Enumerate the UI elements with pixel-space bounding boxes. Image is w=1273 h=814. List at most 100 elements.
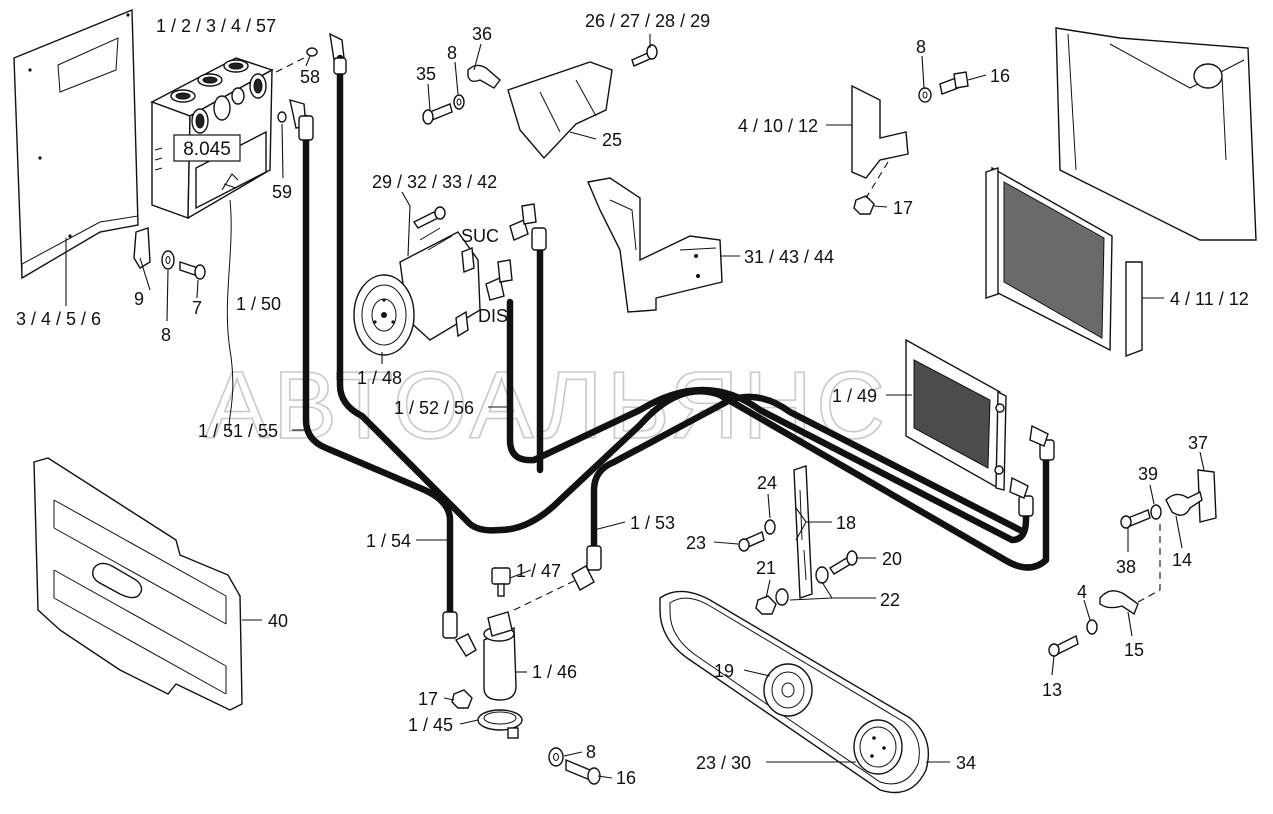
hoses xyxy=(302,54,1050,616)
bolt-16-bottom xyxy=(565,758,601,785)
bolt-20 xyxy=(829,550,858,575)
label-21: 21 xyxy=(756,558,776,578)
washer-4 xyxy=(1086,619,1098,635)
label-1-47: 1 / 47 xyxy=(516,561,561,581)
bolt-16-top xyxy=(939,71,969,95)
label-dis: DIS xyxy=(478,306,508,326)
label-34: 34 xyxy=(956,753,976,773)
label-4-10-12: 4 / 10 / 12 xyxy=(738,116,818,136)
label-35: 35 xyxy=(416,64,436,84)
label-8-right: 8 xyxy=(916,37,926,57)
label-17-top: 17 xyxy=(893,198,913,218)
label-suc: SUC xyxy=(461,226,499,246)
nut-21 xyxy=(755,595,777,615)
dis-fitting xyxy=(485,259,513,301)
label-8-left: 8 xyxy=(161,325,171,345)
label-evap-unit: 1 / 2 / 3 / 4 / 57 xyxy=(156,16,276,36)
label-1-48: 1 / 48 xyxy=(357,368,402,388)
washer-8-top xyxy=(453,94,465,110)
label-22: 22 xyxy=(880,590,900,610)
label-15: 15 xyxy=(1124,640,1144,660)
clamp-15 xyxy=(1099,590,1139,616)
bolt-35 xyxy=(422,103,453,125)
label-4: 4 xyxy=(1077,582,1087,602)
clamp-14 xyxy=(1165,490,1203,516)
label-1-53: 1 / 53 xyxy=(630,513,675,533)
lower-left-panel xyxy=(33,457,243,711)
bracket-18 xyxy=(793,465,813,599)
bolt-7 xyxy=(179,261,206,280)
pulley-23-30 xyxy=(853,719,903,775)
label-1-51-55: 1 / 51 / 55 xyxy=(198,421,278,441)
label-31-43-44: 31 / 43 / 44 xyxy=(744,247,834,267)
label-24: 24 xyxy=(757,473,777,493)
hose-fittings xyxy=(298,57,1055,657)
code-box: 8.045 xyxy=(173,134,241,162)
bolt-23 xyxy=(738,531,765,552)
label-8-top: 8 xyxy=(447,43,457,63)
label-18: 18 xyxy=(836,513,856,533)
fitting-58 xyxy=(306,32,345,61)
label-17-bottom: 17 xyxy=(418,689,438,709)
bracket-25 xyxy=(507,61,613,160)
label-23: 23 xyxy=(686,533,706,553)
labels: 1 / 2 / 3 / 4 / 57 3 / 4 / 5 / 6 9 8 7 5… xyxy=(16,11,1249,788)
label-16-top: 16 xyxy=(990,66,1010,86)
label-20: 20 xyxy=(882,549,902,569)
label-36: 36 xyxy=(472,24,492,44)
label-7: 7 xyxy=(192,298,202,318)
label-1-49: 1 / 49 xyxy=(832,386,877,406)
label-4-11-12: 4 / 11 / 12 xyxy=(1170,289,1249,309)
label-23-30: 23 / 30 xyxy=(696,753,751,773)
washer-39 xyxy=(1150,504,1162,520)
washer-8-bottom xyxy=(548,747,564,767)
washer-8-right xyxy=(918,87,932,103)
clamp-36 xyxy=(467,64,501,89)
label-25: 25 xyxy=(602,130,622,150)
right-cover-panel xyxy=(1055,27,1257,241)
label-59: 59 xyxy=(272,182,292,202)
label-9: 9 xyxy=(134,289,144,309)
bracket-4-11-12 xyxy=(1125,261,1143,358)
code-box-text: 8.045 xyxy=(183,139,231,160)
label-29-42: 29 / 32 / 33 / 42 xyxy=(372,172,497,192)
label-37: 37 xyxy=(1188,433,1208,453)
dryer-1-46 xyxy=(483,611,517,701)
label-1-50: 1 / 50 xyxy=(236,294,281,314)
leader-lines xyxy=(65,34,1205,779)
label-8-bottom: 8 xyxy=(586,742,596,762)
washer-22 xyxy=(775,566,829,606)
left-cover-panel xyxy=(13,8,139,280)
label-40: 40 xyxy=(268,611,288,631)
label-1-45: 1 / 45 xyxy=(408,715,453,735)
compressor-bolt xyxy=(412,206,446,229)
suc-fitting xyxy=(509,203,537,241)
condenser xyxy=(905,338,1007,491)
small-bracket-9 xyxy=(133,227,151,269)
label-39: 39 xyxy=(1138,464,1158,484)
clamp-1-45 xyxy=(477,709,523,739)
washer-24 xyxy=(764,519,776,535)
label-1-52-56: 1 / 52 / 56 xyxy=(394,398,474,418)
pulley-19 xyxy=(763,663,813,717)
wire-1-50 xyxy=(226,199,234,433)
label-19: 19 xyxy=(714,661,734,681)
label-26-29: 26 / 27 / 28 / 29 xyxy=(585,11,710,31)
fitting-near-dryer xyxy=(571,565,595,591)
label-hardware-left: 3 / 4 / 5 / 6 xyxy=(16,309,101,329)
label-1-46: 1 / 46 xyxy=(532,662,577,682)
compressor xyxy=(353,227,481,356)
radiator xyxy=(985,166,1113,352)
bolts-26-29 xyxy=(631,44,658,67)
bolt-13 xyxy=(1048,634,1079,657)
label-14: 14 xyxy=(1172,550,1192,570)
bracket-31 xyxy=(587,177,723,313)
label-58: 58 xyxy=(300,67,320,87)
nut-17-top xyxy=(853,195,875,215)
belt-34 xyxy=(659,590,930,794)
washer-8-left xyxy=(161,250,175,270)
bracket-37 xyxy=(1197,469,1217,523)
bolt-38 xyxy=(1120,509,1151,529)
